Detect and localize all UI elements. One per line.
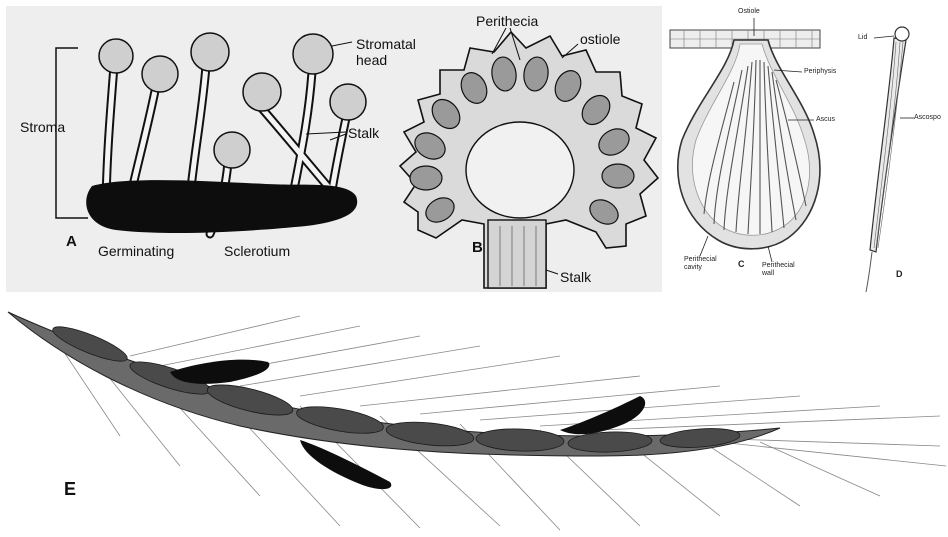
label-ascospore: Ascospo — [914, 114, 941, 121]
label-stalk-b: Stalk — [560, 270, 591, 284]
ascus-base — [866, 252, 872, 292]
awns — [60, 316, 946, 530]
label-stalk-a: Stalk — [348, 126, 379, 140]
perithecium-drawing — [664, 0, 848, 292]
lid-shape — [895, 27, 909, 41]
letter-d: D — [896, 270, 903, 279]
ascus-drawing — [850, 0, 948, 292]
label-ostiole-c: Ostiole — [738, 8, 760, 15]
panel-c-figure: Ostiole Periphysis Ascus Perithecial cav… — [664, 0, 848, 292]
label-sclerotium: Sclerotium — [224, 244, 290, 258]
letter-b: B — [472, 240, 483, 255]
label-ascus: Ascus — [816, 116, 835, 123]
sclerotium-shape — [86, 180, 357, 233]
panel-ab-figure: Stroma Stromatal head Stalk A Germinatin… — [6, 6, 662, 292]
letter-c: C — [738, 260, 745, 269]
label-perithecia: Perithecia — [476, 14, 538, 28]
panel-d-figure: Lid Ascospo D — [850, 0, 948, 292]
letter-a: A — [66, 234, 77, 249]
label-lid: Lid — [858, 34, 867, 41]
label-ostiole-b: ostiole — [580, 32, 620, 46]
label-perithecial-wall: Perithecial wall — [762, 262, 795, 278]
label-periphysis: Periphysis — [804, 68, 836, 75]
rye-ear-drawing — [0, 296, 948, 537]
label-stromatal-head: Stromatal head — [356, 36, 416, 68]
panel-e-figure: E — [0, 296, 948, 537]
label-stroma: Stroma — [20, 120, 65, 134]
letter-e: E — [64, 480, 76, 498]
label-germinating: Germinating — [98, 244, 174, 258]
label-perithecial-cavity: Perithecial cavity — [684, 256, 717, 272]
